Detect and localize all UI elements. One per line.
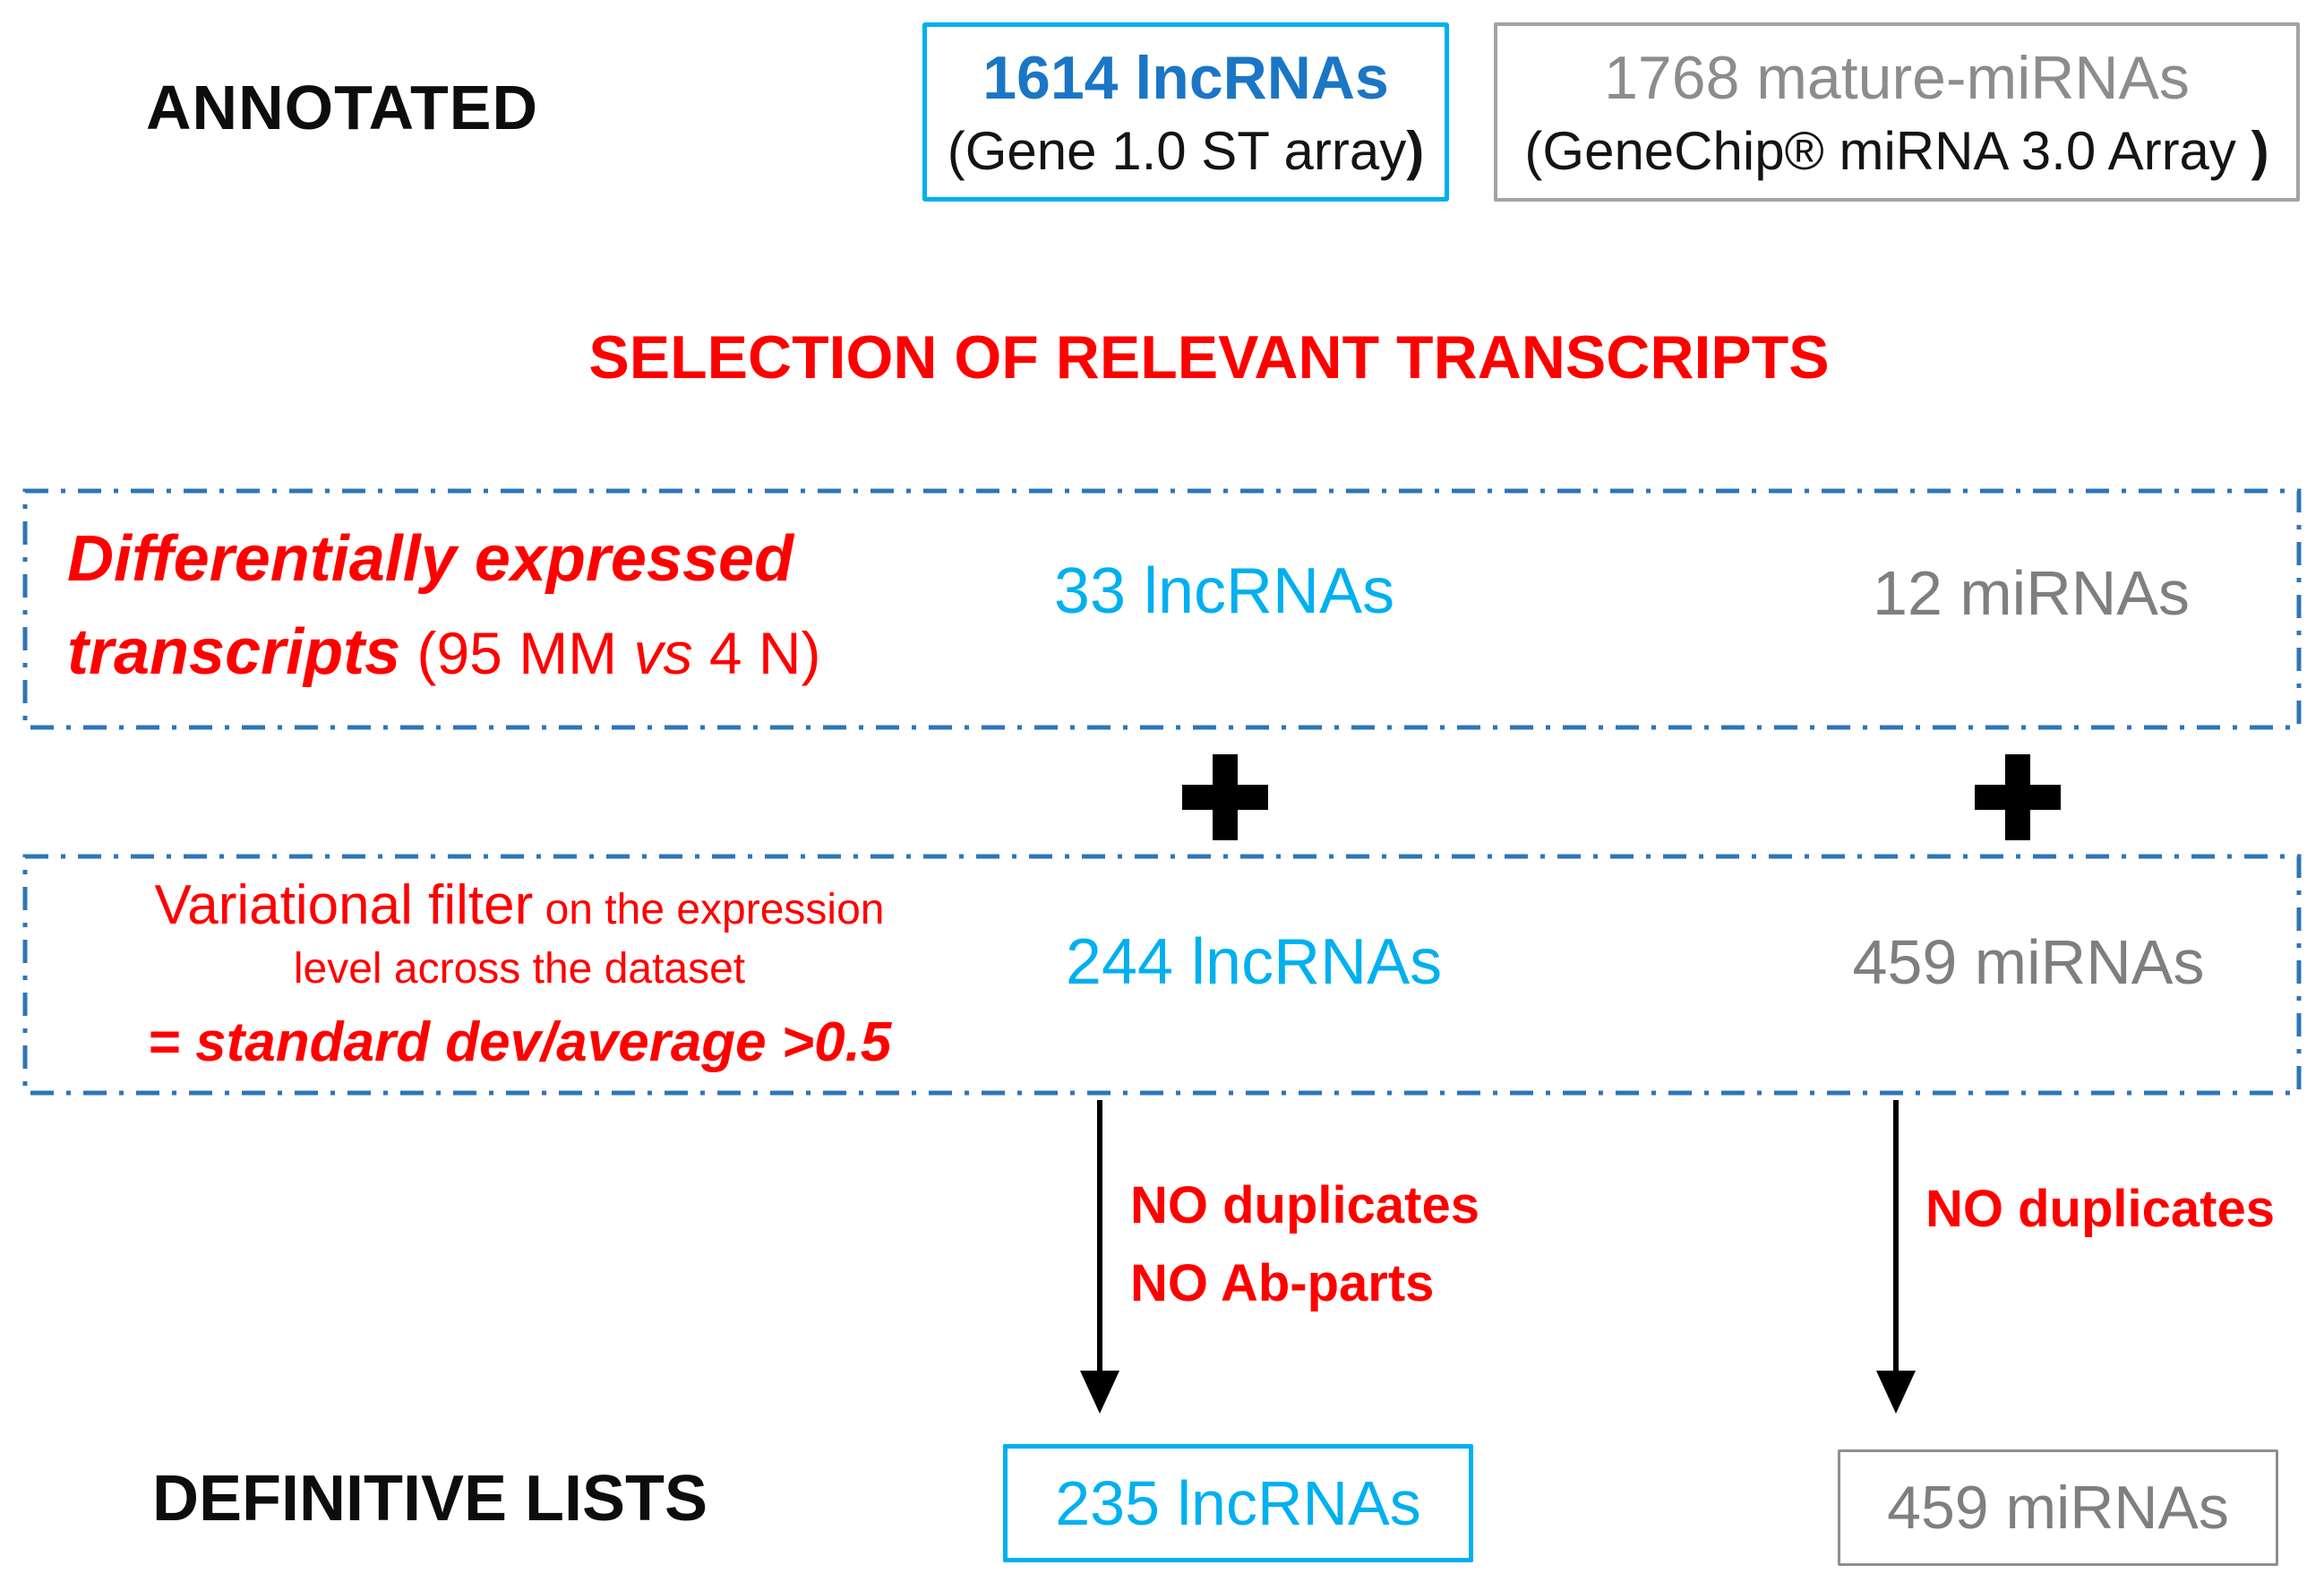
variational-heading-small: on the expression [533,886,885,933]
arrow-head [1080,1371,1119,1414]
differential-heading-line1: Differentially expressed [67,523,794,595]
annotated-mirna-platform: (GeneChip® miRNA 3.0 Array ) [1524,120,2268,182]
plus-mirna-icon [1975,754,2061,840]
lncrna-filter-note-duplicates: NO duplicates [1130,1176,1479,1234]
annotated-lncrna-box: 1614 lncRNAs (Gene 1.0 ST array) [922,22,1449,202]
definitive-lists-label: DEFINITIVE LISTS [152,1463,708,1535]
mirna-filter-notes: NO duplicates [1925,1170,2275,1248]
section-title: SELECTION OF RELEVANT TRANSCRIPTS [588,323,1830,391]
differential-heading-detail-vs: vs [633,620,693,687]
definitive-mirna-count: 459 miRNAs [1887,1474,2229,1542]
differential-heading-detail-open: (95 MM [400,620,634,687]
annotated-mirna-count: 1768 mature-miRNAs [1604,43,2190,112]
annotated-mirna-platform-text: (GeneChip® miRNA 3.0 Array [1524,120,2251,181]
differential-heading-detail-close: 4 N) [692,620,821,687]
plus-vertical-bar [2005,754,2030,840]
arrow-shaft [1893,1100,1899,1376]
differential-lncrna-count: 33 lncRNAs [1053,555,1395,627]
definitive-lncrna-box: 235 lncRNAs [1003,1444,1473,1562]
differential-heading-transcripts: transcripts [67,616,401,689]
annotated-label: ANNOTATED [146,73,539,142]
lncrna-filter-note-abparts: NO Ab-parts [1130,1254,1435,1312]
variational-mirna-count: 459 miRNAs [1852,927,2205,997]
variational-heading-line2: level across the dataset [293,944,746,993]
variational-lncrna-count: 244 lncRNAs [1065,926,1443,998]
variational-heading-large: Variational filter [154,874,534,936]
plus-vertical-bar [1213,754,1238,840]
variational-heading-line3: = standard dev/average >0.5 [147,1011,892,1074]
annotated-mirna-platform-paren: ) [2251,120,2269,181]
annotated-lncrna-count: 1614 lncRNAs [982,43,1389,112]
arrow-shaft [1097,1100,1102,1376]
variational-heading-line1: Variational filter on the expression [81,871,958,941]
definitive-mirna-box: 459 miRNAs [1838,1449,2278,1566]
differential-mirna-count: 12 miRNAs [1873,558,2190,628]
annotated-lncrna-platform-text: (Gene 1.0 ST array [947,120,1407,181]
differential-heading-line2: transcripts (95 MM vs 4 N) [67,606,821,699]
plus-lncrna-icon [1182,754,1268,840]
lncrna-filter-notes: NO duplicates NO Ab-parts [1130,1166,1479,1322]
annotated-mirna-box: 1768 mature-miRNAs (GeneChip® miRNA 3.0 … [1494,22,2300,202]
annotated-lncrna-platform-paren: ) [1406,120,1425,181]
variational-heading: Variational filter on the expression lev… [81,871,958,1074]
annotated-lncrna-platform: (Gene 1.0 ST array) [948,120,1424,182]
differential-box-dashed-border [22,488,2302,730]
mirna-filter-note-duplicates: NO duplicates [1925,1180,2275,1238]
arrow-head [1876,1371,1916,1414]
differential-heading: Differentially expressed transcripts (95… [67,512,821,700]
definitive-lncrna-count: 235 lncRNAs [1055,1468,1421,1538]
variational-box-dashed-border [22,854,2302,1096]
